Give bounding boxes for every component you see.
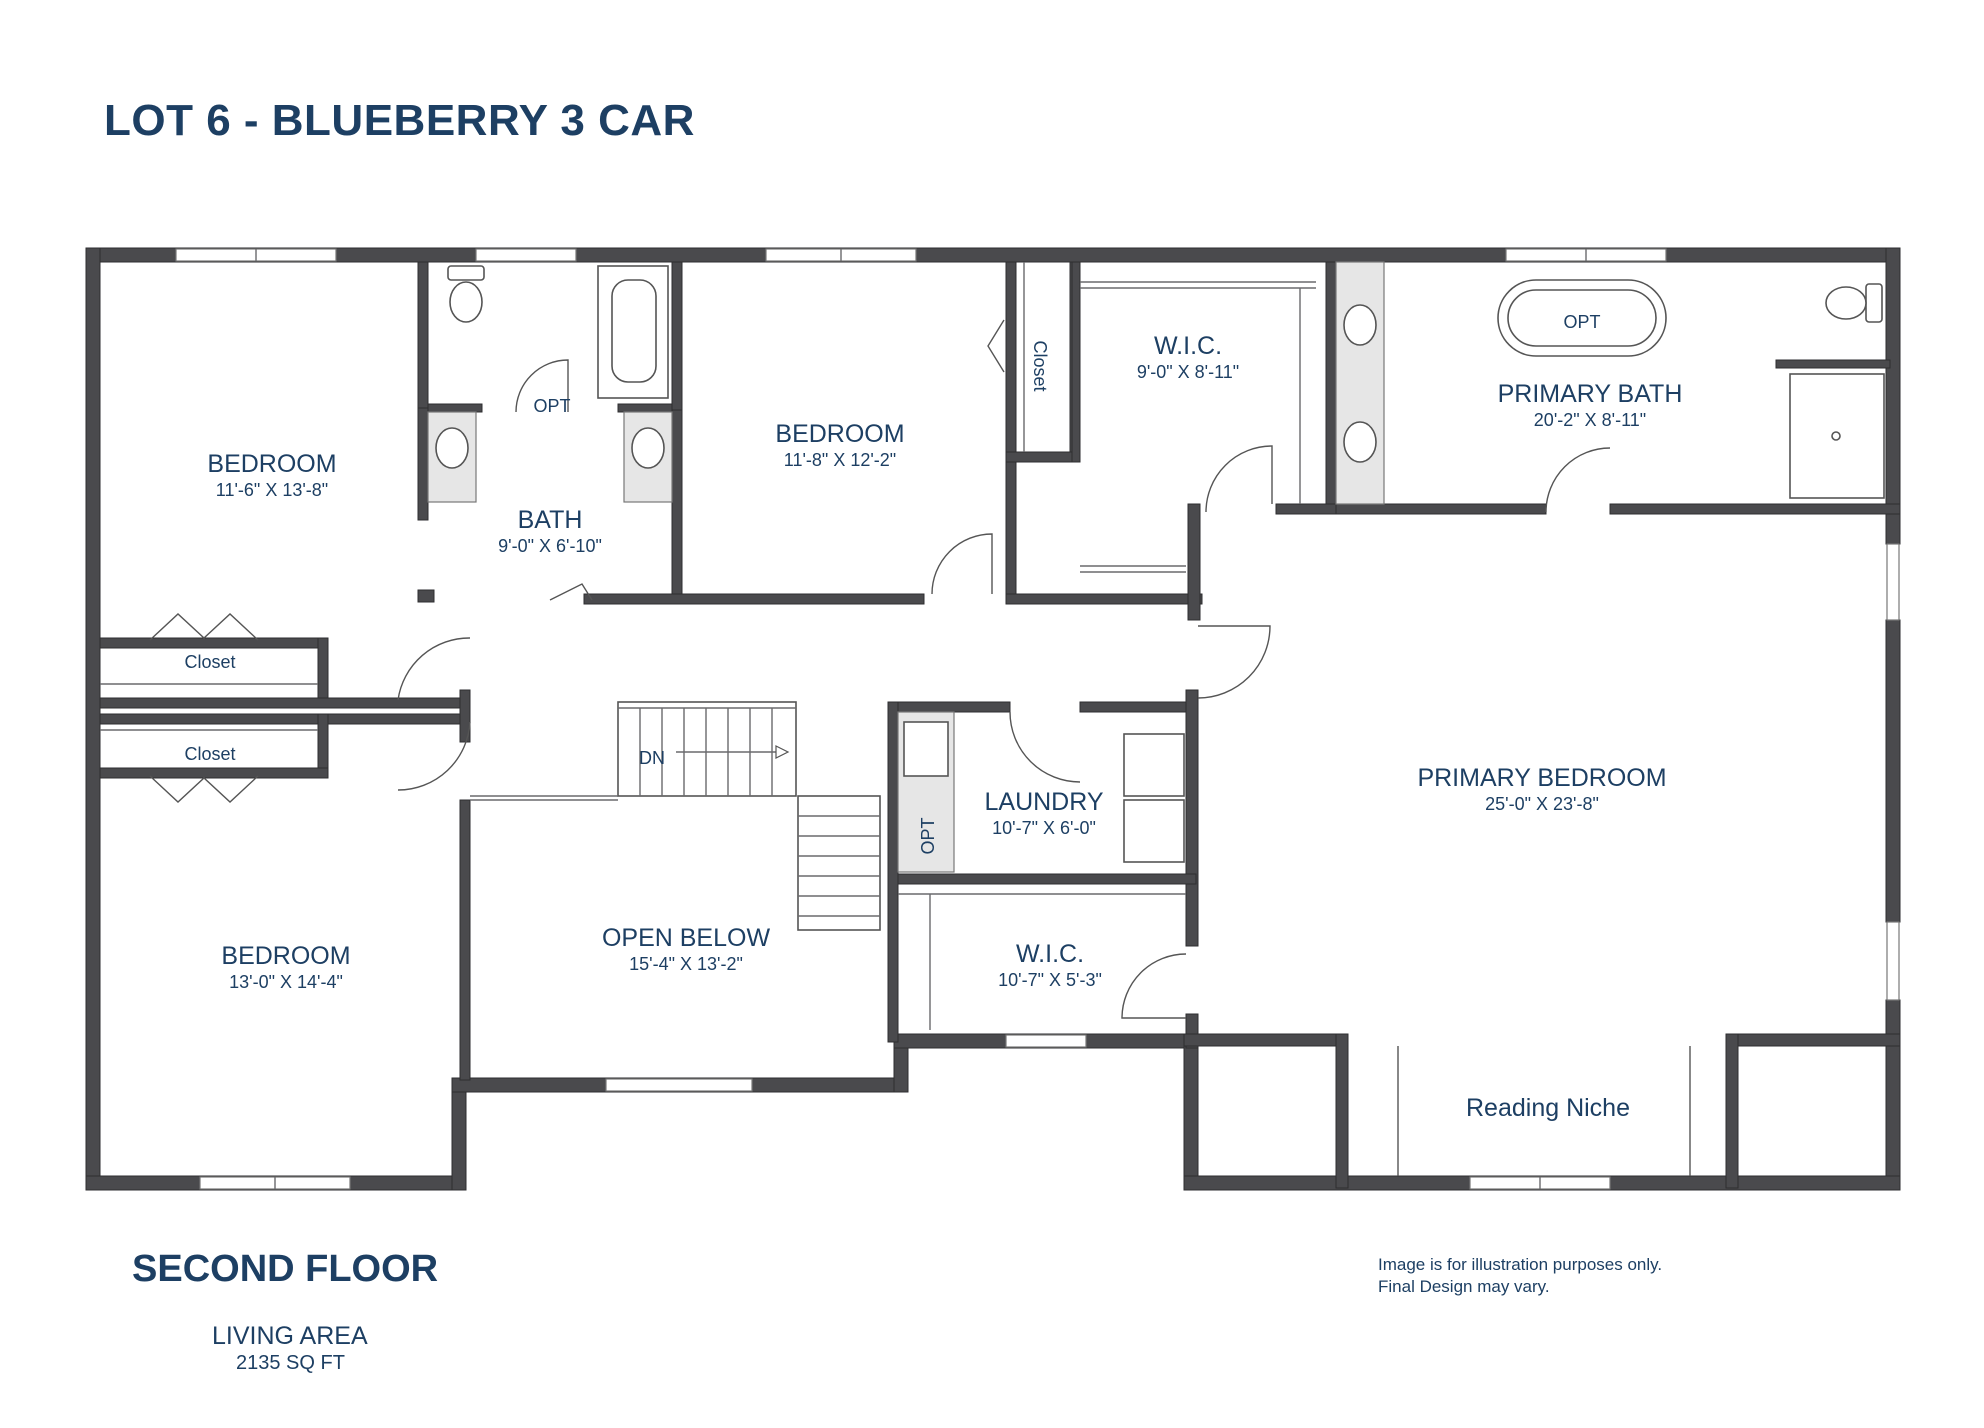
windows: [175, 248, 1900, 1190]
bath-opt-label: OPT: [533, 396, 570, 416]
closet-lower-label: Closet: [184, 744, 235, 764]
living-area-value: 2135 SQ FT: [236, 1352, 345, 1374]
bath-fixtures: [427, 261, 1885, 873]
bedroom-sw-dims: 13'-0" X 14'-4": [229, 972, 343, 992]
bath-name: BATH: [518, 506, 583, 534]
laundry-dims: 10'-7" X 6'-0": [992, 818, 1096, 838]
bedroom-n-name: BEDROOM: [775, 420, 904, 448]
laundry-name: LAUNDRY: [984, 788, 1103, 816]
primary-bedroom-name: PRIMARY BEDROOM: [1417, 764, 1666, 792]
closet-upper-label: Closet: [184, 652, 235, 672]
bedroom-nw-name: BEDROOM: [207, 450, 336, 478]
disclaimer-line-1: Image is for illustration purposes only.: [1378, 1255, 1663, 1274]
interior-walls: [99, 261, 1901, 1189]
plan-title: LOT 6 - BLUEBERRY 3 CAR: [104, 96, 695, 145]
closet-vertical-label: Closet: [1030, 340, 1050, 391]
stair-down-label: DN: [639, 748, 665, 768]
primary-bedroom-dims: 25'-0" X 23'-8": [1485, 794, 1599, 814]
wic-north-dims: 9'-0" X 8'-11": [1137, 362, 1239, 382]
staircase: DN: [470, 701, 881, 931]
primary-bath-name: PRIMARY BATH: [1498, 380, 1683, 408]
wic-south-name: W.I.C.: [1016, 940, 1084, 968]
reading-niche-name: Reading Niche: [1466, 1094, 1630, 1122]
floor-name: SECOND FLOOR: [132, 1248, 439, 1290]
bedroom-n-dims: 11'-8" X 12'-2": [784, 450, 896, 470]
wic-north-name: W.I.C.: [1154, 332, 1222, 360]
door-swings: [397, 359, 1691, 1176]
living-area-label: LIVING AREA: [212, 1322, 368, 1350]
primary-bath-dims: 20'-2" X 8'-11": [1534, 410, 1646, 430]
bedroom-sw-name: BEDROOM: [221, 942, 350, 970]
open-below-name: OPEN BELOW: [602, 924, 770, 952]
closet-details: [100, 262, 1316, 1030]
bath-dims: 9'-0" X 6'-10": [498, 536, 602, 556]
exterior-walls: [85, 247, 1901, 1191]
disclaimer: Image is for illustration purposes only.…: [1378, 1254, 1662, 1298]
disclaimer-line-2: Final Design may vary.: [1378, 1277, 1550, 1296]
laundry-opt-label: OPT: [918, 817, 938, 854]
tub-opt-label: OPT: [1563, 312, 1600, 332]
open-below-dims: 15'-4" X 13'-2": [629, 954, 743, 974]
room-labels: BEDROOM 11'-6" X 13'-8" BATH 9'-0" X 6'-…: [184, 312, 1682, 1122]
wic-south-dims: 10'-7" X 5'-3": [998, 970, 1102, 990]
bedroom-nw-dims: 11'-6" X 13'-8": [216, 480, 328, 500]
